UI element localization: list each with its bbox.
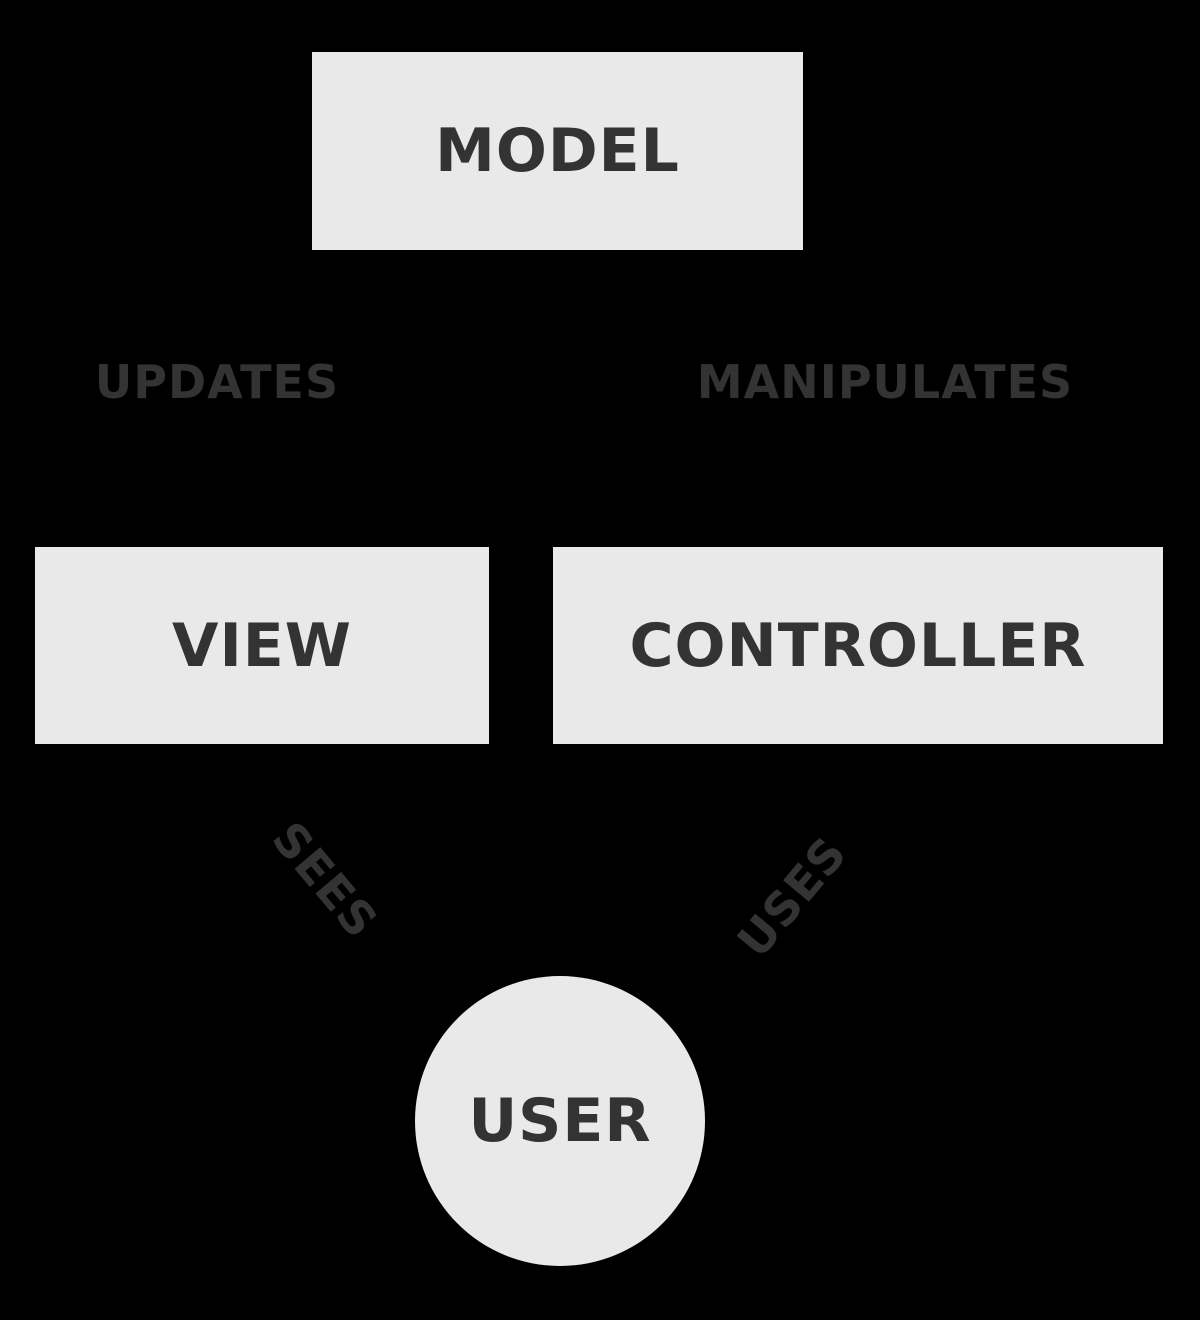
controller-box: CONTROLLER: [553, 547, 1163, 744]
uses-edge-label: USES: [726, 826, 858, 968]
view-box: VIEW: [35, 547, 489, 744]
controller-label: CONTROLLER: [629, 610, 1087, 681]
model-box: MODEL: [312, 52, 803, 250]
user-circle: USER: [415, 976, 705, 1266]
view-label: VIEW: [172, 610, 352, 681]
updates-edge-label: UPDATES: [94, 355, 340, 409]
user-label: USER: [468, 1086, 652, 1156]
sees-edge-label: SEES: [261, 811, 389, 949]
manipulates-edge-label: MANIPULATES: [696, 355, 1074, 409]
model-label: MODEL: [435, 116, 680, 186]
